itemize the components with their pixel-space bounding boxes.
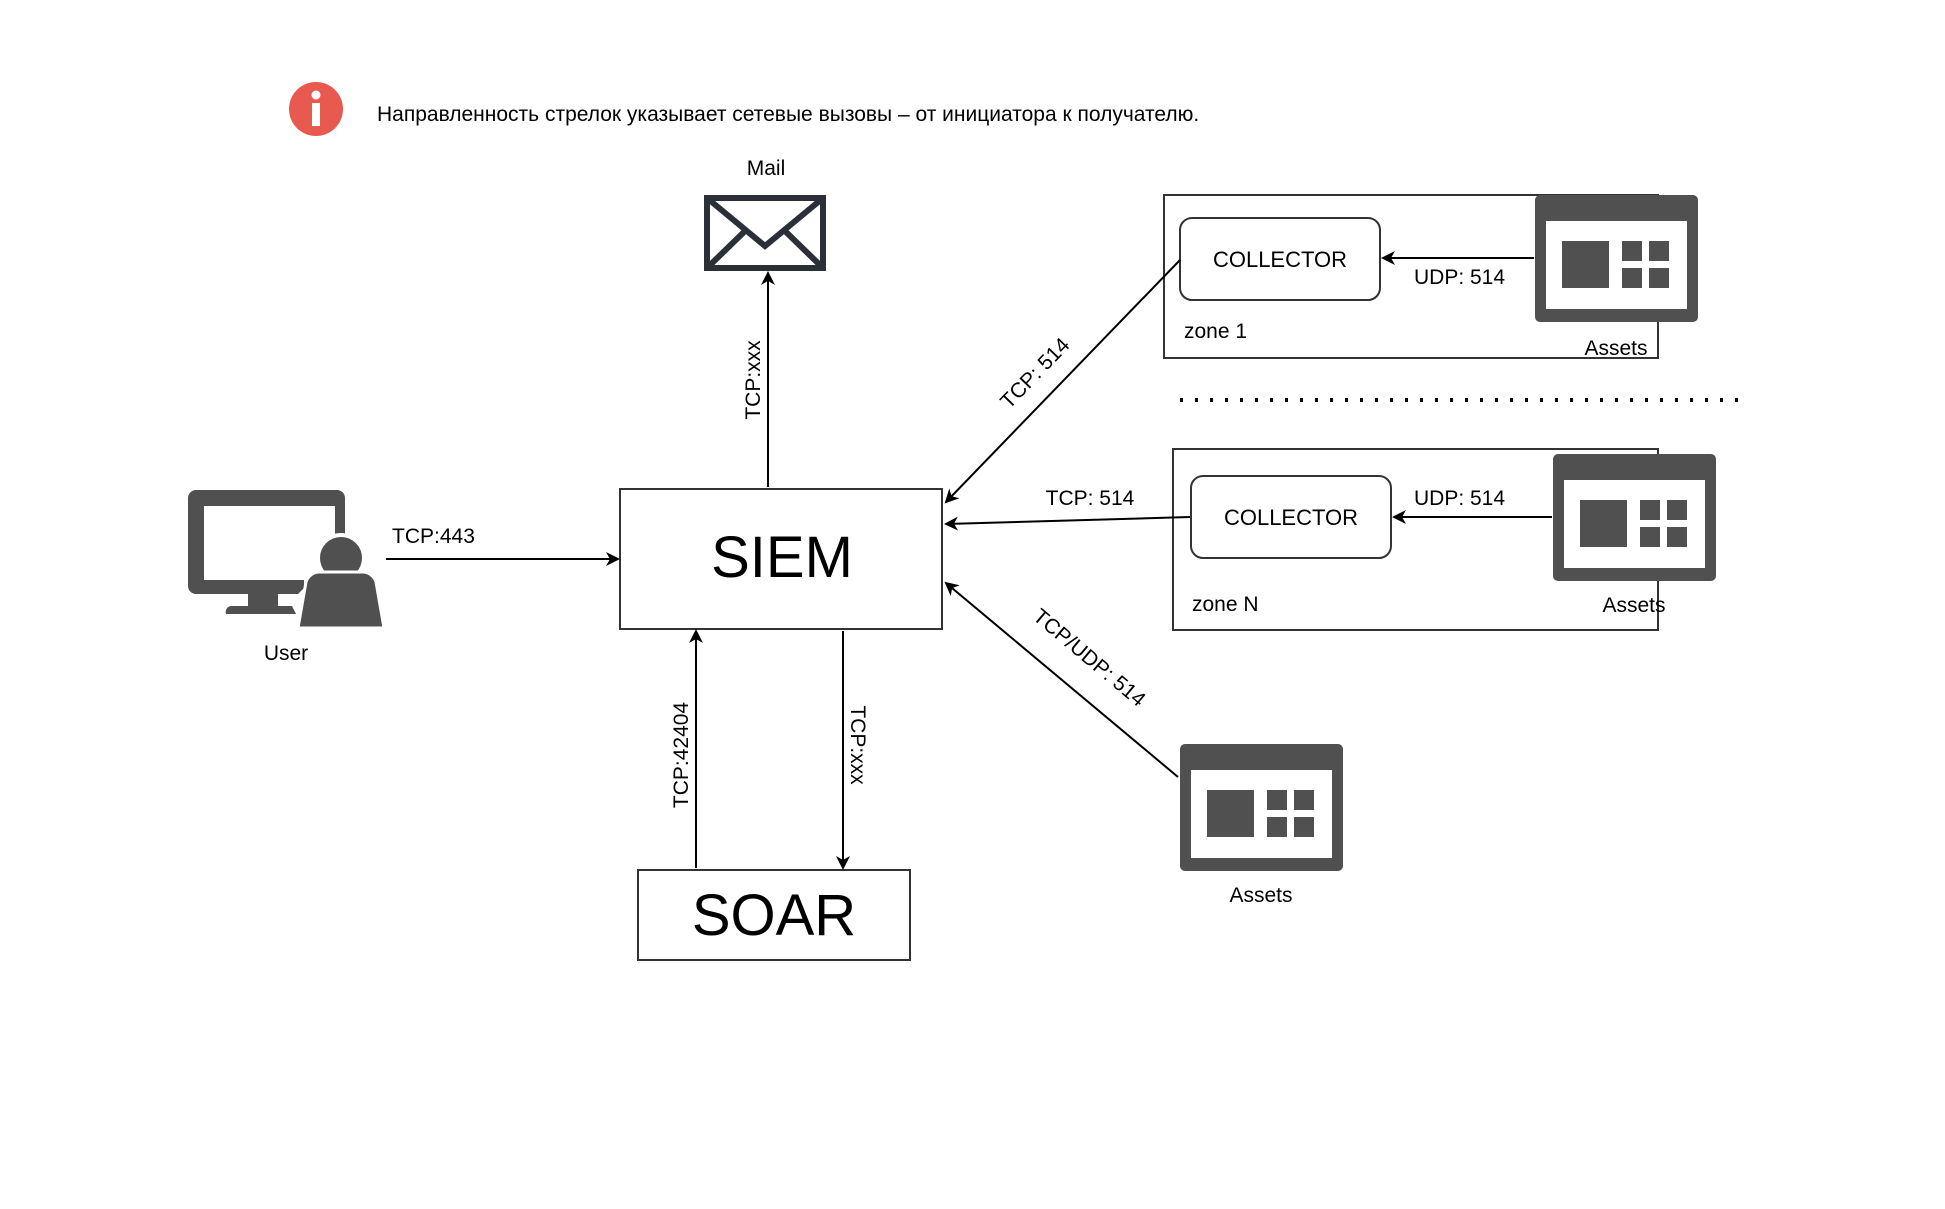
collector-n-label: COLLECTOR bbox=[1224, 505, 1358, 530]
collector-1-node[interactable] bbox=[1179, 217, 1381, 301]
info-icon-dot bbox=[311, 90, 321, 100]
assets-icon[interactable] bbox=[1553, 454, 1716, 581]
user-label: User bbox=[264, 642, 308, 665]
edge-user-siem-label: TCP:443 bbox=[392, 525, 475, 548]
zone-n-label: zone N bbox=[1192, 593, 1259, 616]
info-note-text: Направленность стрелок указывает сетевые… bbox=[377, 103, 1199, 126]
siem-node[interactable] bbox=[619, 488, 943, 630]
assets-1-label: Assets bbox=[1584, 337, 1647, 360]
edge-collectorN-siem bbox=[944, 516, 1191, 531]
zone-1-label: zone 1 bbox=[1184, 320, 1247, 343]
edge-collector1-siem bbox=[944, 259, 1181, 504]
edge-assetsN-collectorN-label: UDP: 514 bbox=[1414, 487, 1505, 510]
info-note: Направленность стрелок указывает сетевые… bbox=[289, 82, 1199, 136]
assets-n-label: Assets bbox=[1602, 594, 1665, 617]
edge-siem-mail-label: TCP:xxx bbox=[742, 340, 765, 420]
edge-assets-siem bbox=[944, 581, 1179, 778]
collector-1-label: COLLECTOR bbox=[1213, 247, 1347, 272]
assets-icon[interactable] bbox=[1180, 744, 1343, 871]
mail-label: Mail bbox=[747, 157, 786, 180]
edge-assets1-collector1-label: UDP: 514 bbox=[1414, 266, 1505, 289]
assets-icon[interactable] bbox=[1535, 195, 1698, 322]
siem-label: SIEM bbox=[711, 525, 853, 590]
edge-soar-siem-label: TCP:42404 bbox=[670, 702, 693, 809]
collector-n-node[interactable] bbox=[1190, 475, 1392, 559]
edge-collectorN-siem-label: TCP: 514 bbox=[1046, 487, 1135, 510]
assets-direct-label: Assets bbox=[1229, 884, 1292, 907]
edge-assets-siem-label: TCP/UDP: 514 bbox=[1029, 605, 1150, 712]
edge-siem-soar-label: TCP:xxx bbox=[846, 705, 869, 785]
info-icon-bar bbox=[312, 103, 320, 126]
envelope-icon[interactable] bbox=[704, 195, 826, 271]
soar-label: SOAR bbox=[692, 883, 856, 948]
edge-collector1-siem-label: TCP: 514 bbox=[996, 333, 1074, 413]
soar-node[interactable] bbox=[637, 869, 911, 961]
user-workstation-icon[interactable] bbox=[188, 490, 386, 630]
